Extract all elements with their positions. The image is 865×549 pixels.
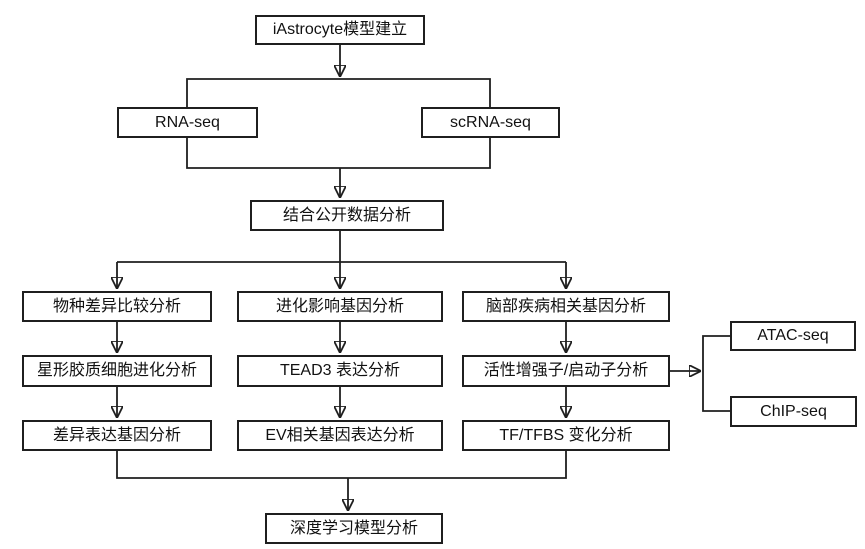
connector-assay-bracket [702,335,730,412]
node-deep-learning-analysis: 深度学习模型分析 [265,513,443,544]
node-evolution-impact-genes: 进化影响基因分析 [237,291,443,322]
connector-seq-merge-bar [186,138,491,169]
node-scrna-seq: scRNA-seq [421,107,560,138]
connector-bottom-merge-bar [116,451,567,479]
node-enhancer-promoter-analysis: 活性增强子/启动子分析 [462,355,670,387]
node-chip-seq: ChIP-seq [730,396,857,427]
node-ev-gene-expression: EV相关基因表达分析 [237,420,443,451]
node-rna-seq: RNA-seq [117,107,258,138]
node-atac-seq: ATAC-seq [730,321,856,351]
node-tf-tfbs-changes: TF/TFBS 变化分析 [462,420,670,451]
node-tead3-expression: TEAD3 表达分析 [237,355,443,387]
node-public-data-analysis: 结合公开数据分析 [250,200,444,231]
node-deg-analysis: 差异表达基因分析 [22,420,212,451]
node-species-difference-analysis: 物种差异比较分析 [22,291,212,322]
node-brain-disease-genes: 脑部疾病相关基因分析 [462,291,670,322]
connector-split-to-seq-boxes [186,78,491,107]
node-astrocyte-evolution-analysis: 星形胶质细胞进化分析 [22,355,212,387]
node-iastrocyte-model: iAstrocyte模型建立 [255,15,425,45]
